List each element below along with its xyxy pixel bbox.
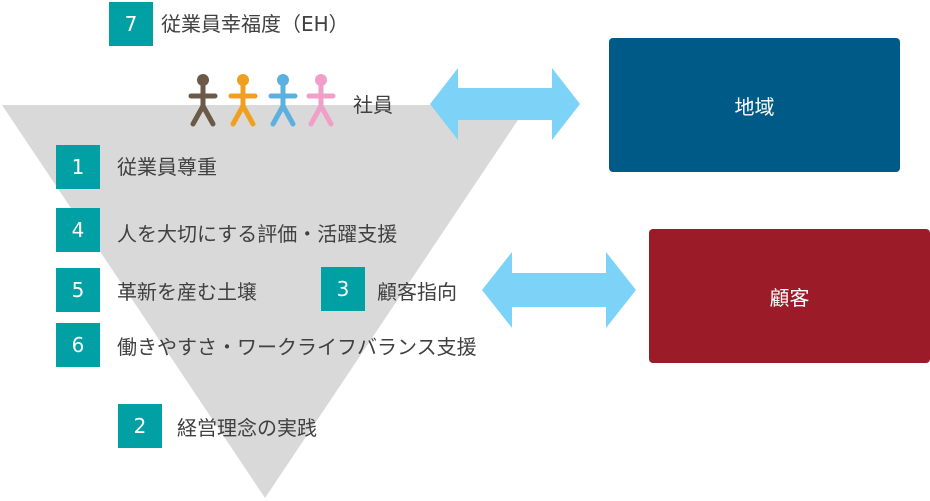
number-badge-1: 1 [56,145,100,189]
item-label-innovation: 革新を産む土壌 [117,280,257,304]
item-label-philosophy: 経営理念の実践 [177,416,317,440]
double-arrow-icon [430,68,580,140]
item-label-respect: 従業員尊重 [117,155,217,179]
person-brown-icon [188,74,218,127]
number-badge-7: 7 [109,2,153,46]
employee-label: 社員 [353,93,393,117]
person-blue-icon [268,74,298,127]
number-badge-2: 2 [118,404,162,448]
item-label-work-life-balance: 働きやすさ・ワークライフバランス支援 [117,335,477,359]
person-pink-icon [306,74,336,127]
item-label-customer-orientation: 顧客指向 [377,280,457,304]
double-arrow-icon [482,252,636,328]
region-box: 地域 [609,38,900,172]
number-badge-6: 6 [56,323,100,367]
person-orange-icon [228,74,258,127]
number-badge-3: 3 [321,267,365,311]
people-icon [188,74,336,127]
number-badge-5: 5 [56,268,100,312]
customer-box: 顧客 [649,229,930,363]
employee-happiness-label: 従業員幸福度（EH） [161,12,349,36]
number-badge-4: 4 [56,208,100,252]
inverted-triangle [2,105,528,498]
item-label-evaluation: 人を大切にする評価・活躍支援 [117,222,398,246]
